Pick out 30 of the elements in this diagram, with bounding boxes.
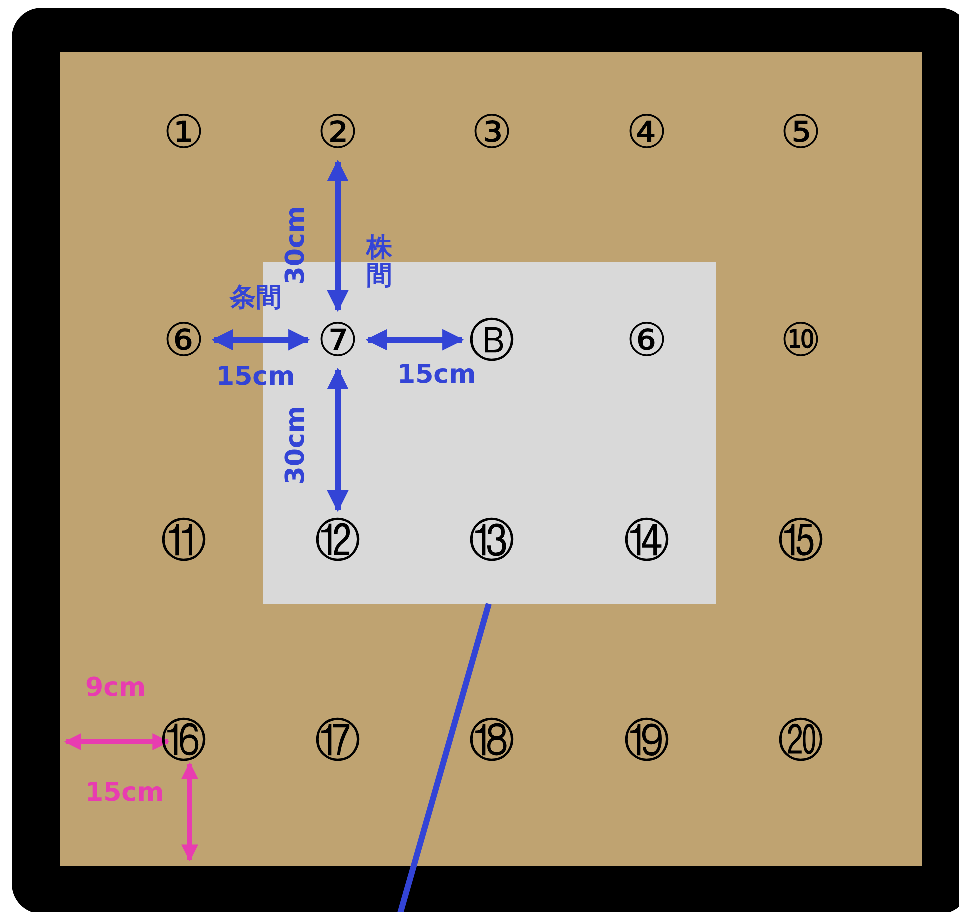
circled-number: ⑥ (620, 313, 674, 367)
dimension-label: 15cm (86, 780, 164, 806)
circled-number: ⑤ (774, 105, 828, 159)
circled-number: ③ (465, 105, 519, 159)
circled-number: ⑩ (774, 313, 828, 367)
circled-number: ⑦ (311, 313, 365, 367)
circled-number: ② (311, 105, 365, 159)
double-arrow (327, 160, 349, 312)
line (397, 603, 492, 912)
circled-number: ⑬ (465, 513, 519, 567)
circled-number: ⑮ (774, 513, 828, 567)
circled-number: ⑪ (157, 513, 211, 567)
circled-number: ⑱ (465, 713, 519, 767)
edge-label: 30cm (283, 406, 309, 484)
double-arrow (366, 329, 464, 351)
circled-number: ⑭ (620, 513, 674, 567)
circled-number: ⑲ (620, 713, 674, 767)
double-arrow (327, 368, 349, 512)
circled-number: ④ (620, 105, 674, 159)
dimension-label: 9cm (86, 675, 146, 701)
circled-number: ⑰ (311, 713, 365, 767)
edge-label: 30cm (283, 206, 309, 284)
spacing-label: 株間 (366, 234, 394, 291)
circled-number: ⑫ (311, 513, 365, 567)
garden-bed (12, 8, 959, 912)
circled-number: ⑳ (774, 713, 828, 767)
double-arrow (212, 329, 310, 351)
circled-number: ⑥ (157, 313, 211, 367)
circled-number: ⑯ (157, 713, 211, 767)
circled-number: ① (157, 105, 211, 159)
